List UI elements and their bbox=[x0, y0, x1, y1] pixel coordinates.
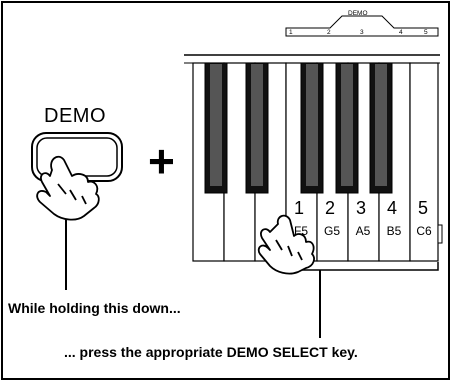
hold-caption: While holding this down... bbox=[8, 300, 181, 316]
demo-button-label: DEMO bbox=[44, 105, 106, 127]
key-number: 1 bbox=[293, 198, 304, 218]
demo-scale-bracket bbox=[285, 15, 439, 37]
black-key-highlight bbox=[306, 64, 318, 186]
key-number: 2 bbox=[324, 198, 335, 218]
white-key-c6[interactable] bbox=[409, 62, 439, 262]
black-key-highlight bbox=[375, 64, 387, 186]
black-keys bbox=[204, 62, 393, 194]
key-note: B5 bbox=[386, 224, 402, 238]
hand-icon-key bbox=[257, 214, 315, 275]
black-key-highlight bbox=[210, 64, 222, 186]
key-note: F5 bbox=[293, 224, 308, 238]
key-note: C6 bbox=[416, 224, 432, 238]
keyboard-edge-tab bbox=[437, 224, 443, 244]
scale-number: 4 bbox=[399, 29, 403, 36]
key-note: G5 bbox=[323, 224, 340, 238]
scale-title: DEMO bbox=[348, 10, 368, 17]
black-key-highlight bbox=[251, 64, 263, 186]
key-number: 4 bbox=[386, 198, 397, 218]
key-number: 3 bbox=[355, 198, 366, 218]
scale-number: 5 bbox=[424, 29, 428, 36]
demo-button-inner[interactable] bbox=[36, 137, 118, 177]
scale-number: 2 bbox=[327, 29, 331, 36]
key-number: 5 bbox=[417, 198, 428, 218]
scale-number: 3 bbox=[360, 29, 364, 36]
black-key-highlight bbox=[341, 64, 353, 186]
press-caption: ... press the appropriate DEMO SELECT ke… bbox=[64, 344, 358, 360]
plus-sign: + bbox=[148, 135, 175, 187]
key-note: A5 bbox=[355, 224, 371, 238]
hand-icon-demo bbox=[36, 155, 100, 221]
scale-number: 1 bbox=[289, 29, 293, 36]
